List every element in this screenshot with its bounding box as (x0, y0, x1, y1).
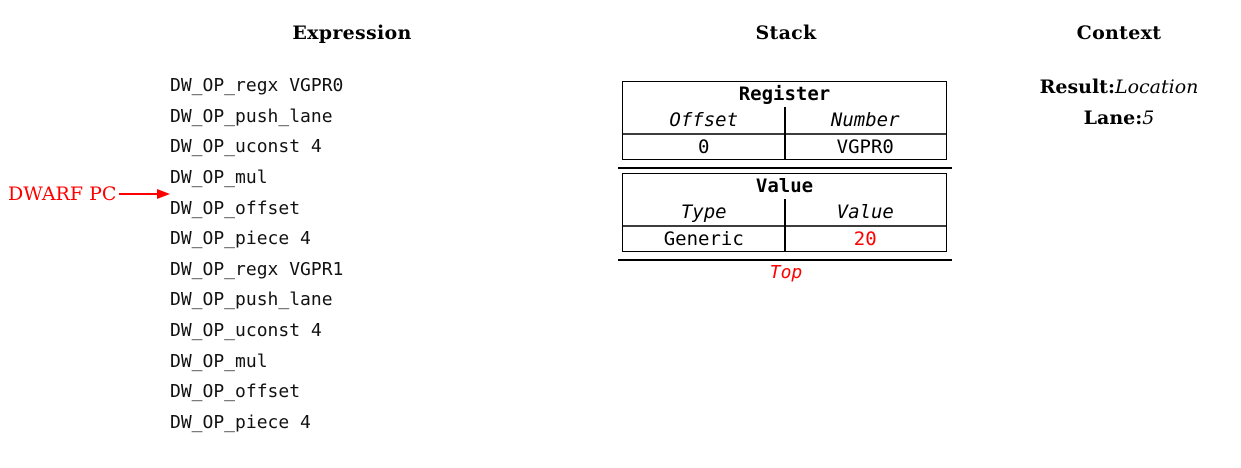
expression-line: DW_OP_push_lane (170, 105, 333, 127)
stack-top-label: Top (769, 262, 803, 283)
stack-slot-separator (618, 167, 952, 169)
expression-line: DW_OP_push_lane (170, 289, 333, 311)
result-label: Result: (1039, 76, 1115, 98)
expression-line: DW_OP_uconst 4 (170, 136, 322, 158)
stack-entry-grid: Offset Number 0 VGPR0 (623, 107, 946, 159)
expression-line: DW_OP_regx VGPR0 (170, 75, 344, 96)
col2-header-cell: Number (830, 109, 900, 131)
expression-line: DW_OP_offset (170, 381, 301, 403)
expression-line: DW_OP_offset (170, 197, 301, 219)
expression-line: DW_OP_mul (170, 350, 268, 372)
context-result-line: Result:Location (1004, 72, 1234, 103)
context-lane-line: Lane:5 (1004, 103, 1234, 134)
lane-label: Lane: (1083, 106, 1143, 129)
expression-line: DW_OP_mul (170, 166, 268, 188)
dwarf-pc-pointer: DWARF PC (8, 183, 171, 205)
column-divider (783, 107, 786, 159)
expression-line: DW_OP_regx VGPR1 (170, 258, 344, 280)
context-column-header: Context (1076, 22, 1162, 44)
col1-value-cell: 0 (623, 133, 785, 159)
lane-value: 5 (1142, 106, 1155, 129)
arrow-right-icon (157, 189, 171, 199)
col2-value-cell: 20 (784, 225, 946, 251)
context-block: Result:Location Lane:5 (1004, 72, 1234, 133)
stack-slot-separator (618, 259, 952, 261)
col2-header-cell: Value (836, 201, 894, 223)
stack-column-header: Stack (755, 22, 817, 44)
expression-list: DW_OP_regx VGPR0 DW_OP_push_lane DW_OP_u… (170, 71, 343, 439)
col2-value-cell: VGPR0 (784, 133, 946, 159)
stack-entry-grid: Type Value Generic 20 (623, 199, 946, 251)
stack-entry-register: Register Offset Number 0 VGPR0 (622, 81, 947, 160)
expression-column-header: Expression (292, 22, 412, 44)
dwarf-pc-label: DWARF PC (8, 183, 117, 205)
col1-value-cell: Generic (623, 225, 785, 251)
arrow-line (119, 193, 158, 195)
stack-entry-title: Register (738, 83, 831, 105)
expression-line: DW_OP_piece 4 (170, 412, 311, 434)
result-value: Location (1114, 76, 1199, 98)
col1-header-cell: Type (680, 201, 727, 223)
col1-header-cell: Offset (669, 109, 739, 131)
expression-line: DW_OP_uconst 4 (170, 320, 322, 342)
stack-entry-value: Value Type Value Generic 20 (622, 173, 947, 252)
stack-entry-title: Value (755, 175, 814, 197)
expression-line: DW_OP_piece 4 (170, 228, 311, 250)
column-divider (783, 199, 786, 251)
